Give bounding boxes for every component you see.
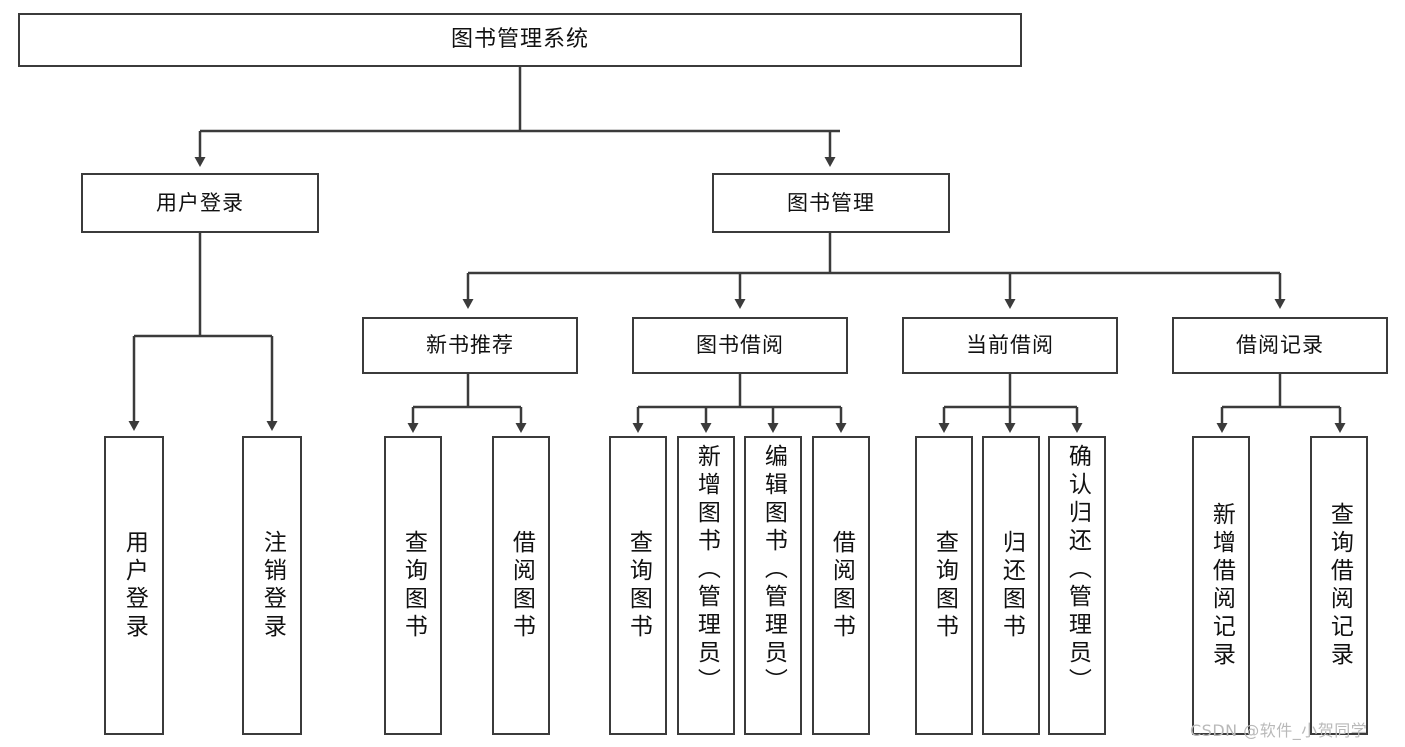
node-label: 用户登录 (156, 190, 244, 215)
leaf-label: 新增借阅记录 (1208, 501, 1235, 670)
node-label: 图书管理系统 (450, 27, 589, 53)
leaf-user-login-login[interactable]: 用户登录 (104, 436, 164, 735)
leaf-label: 查询图书 (400, 529, 427, 642)
node-user-login[interactable]: 用户登录 (81, 173, 319, 233)
leaf-label: 查询图书 (625, 529, 652, 642)
node-label: 图书借阅 (696, 333, 784, 358)
leaf-borrow-record-query-record[interactable]: 查询借阅记录 (1310, 436, 1368, 735)
leaf-label: 借阅图书 (828, 529, 855, 642)
node-label: 图书管理 (787, 190, 875, 215)
leaf-borrow-record-add-record[interactable]: 新增借阅记录 (1192, 436, 1250, 735)
leaf-label: 用户登录 (121, 529, 148, 642)
leaf-current-borrow-confirm-return-admin[interactable]: 确认归还（管理员） (1048, 436, 1106, 735)
leaf-book-borrow-add-book-admin[interactable]: 新增图书（管理员） (677, 436, 735, 735)
leaf-label: 编辑图书（管理员） (760, 444, 787, 696)
leaf-book-borrow-borrow-book[interactable]: 借阅图书 (812, 436, 870, 735)
watermark-csdn: CSDN @软件_小贺同学 (1190, 721, 1368, 740)
node-new-book-recommend[interactable]: 新书推荐 (362, 317, 578, 374)
leaf-current-borrow-return-book[interactable]: 归还图书 (982, 436, 1040, 735)
leaf-book-borrow-edit-book-admin[interactable]: 编辑图书（管理员） (744, 436, 802, 735)
leaf-label: 借阅图书 (508, 529, 535, 642)
node-current-borrow[interactable]: 当前借阅 (902, 317, 1118, 374)
leaf-label: 注销登录 (259, 529, 286, 642)
leaf-current-borrow-query-book[interactable]: 查询图书 (915, 436, 973, 735)
node-book-management[interactable]: 图书管理 (712, 173, 950, 233)
node-label: 当前借阅 (966, 333, 1054, 358)
leaf-new-book-borrow-book[interactable]: 借阅图书 (492, 436, 550, 735)
node-label: 新书推荐 (426, 333, 514, 358)
node-root-book-management-system[interactable]: 图书管理系统 (18, 13, 1022, 67)
node-book-borrow[interactable]: 图书借阅 (632, 317, 848, 374)
leaf-new-book-query-book[interactable]: 查询图书 (384, 436, 442, 735)
node-borrow-record[interactable]: 借阅记录 (1172, 317, 1388, 374)
leaf-user-login-logout[interactable]: 注销登录 (242, 436, 302, 735)
leaf-label: 查询图书 (931, 529, 958, 642)
leaf-book-borrow-query-book[interactable]: 查询图书 (609, 436, 667, 735)
node-label: 借阅记录 (1236, 333, 1324, 358)
leaf-label: 归还图书 (998, 529, 1025, 642)
leaf-label: 确认归还（管理员） (1064, 444, 1091, 696)
leaf-label: 新增图书（管理员） (693, 444, 720, 696)
leaf-label: 查询借阅记录 (1326, 501, 1353, 670)
